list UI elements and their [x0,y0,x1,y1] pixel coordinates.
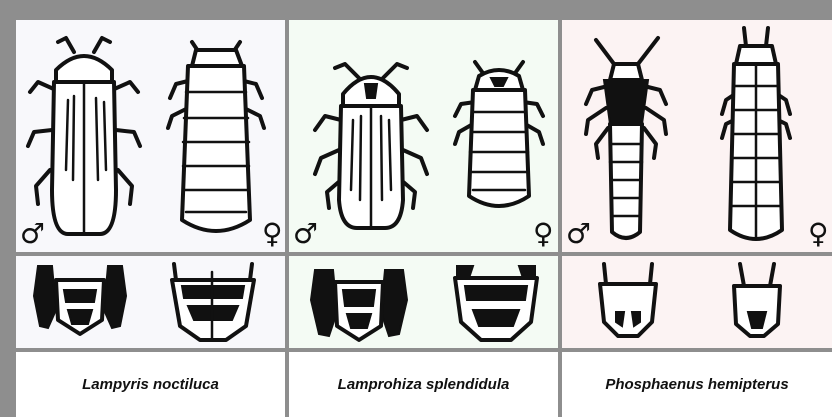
male-symbol: ♂ [566,220,591,248]
species-3-body-cell: ♂ ♀ [562,20,832,252]
male-symbol: ♂ [20,220,45,248]
species-2-body-cell: ♂ ♀ [289,20,558,252]
female-larviform-illustration [562,20,832,252]
female-abdomen-illustration [16,256,285,348]
female-abdomen-illustration [289,256,558,348]
species-2-abdomen-cell [289,256,558,348]
female-symbol: ♀ [533,220,554,248]
female-symbol: ♀ [262,220,283,248]
female-larviform-illustration [16,20,285,252]
species-1-abdomen-cell [16,256,285,348]
female-symbol: ♀ [808,220,829,248]
male-symbol: ♂ [293,220,318,248]
species-2-label: Lamprohiza splendidula [289,352,558,417]
female-larviform-illustration [289,20,558,252]
species-1-body-cell: ♂ ♀ [16,20,285,252]
species-3-abdomen-cell [562,256,832,348]
species-3-label: Phosphaenus hemipterus [562,352,832,417]
female-abdomen-illustration [562,256,832,348]
species-1-label: Lampyris noctiluca [16,352,285,417]
